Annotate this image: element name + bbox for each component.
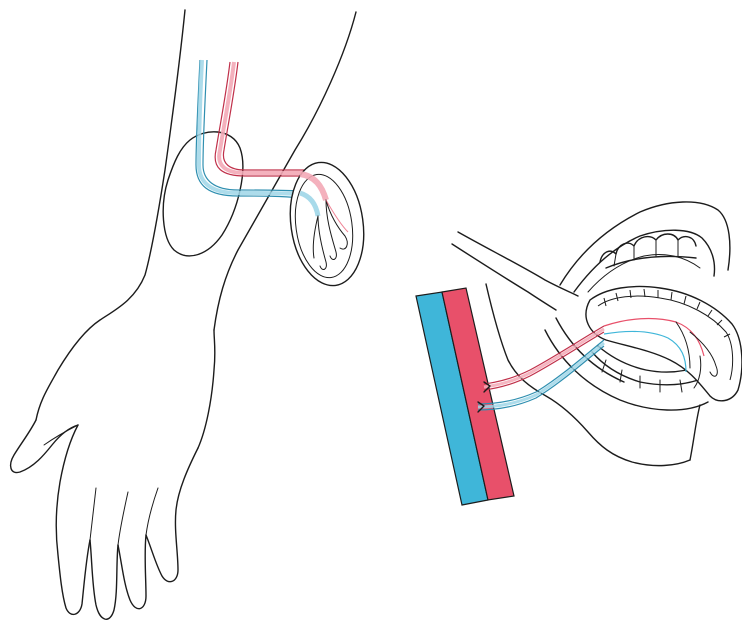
hand-outline (11, 330, 215, 619)
forearm-panel (11, 10, 372, 619)
anastomosis (478, 326, 604, 412)
tongue-flap (586, 287, 742, 401)
neck-vessels (416, 288, 514, 505)
forearm-vessels (196, 60, 305, 198)
skin-flap (283, 158, 372, 291)
oral-panel (416, 202, 742, 505)
